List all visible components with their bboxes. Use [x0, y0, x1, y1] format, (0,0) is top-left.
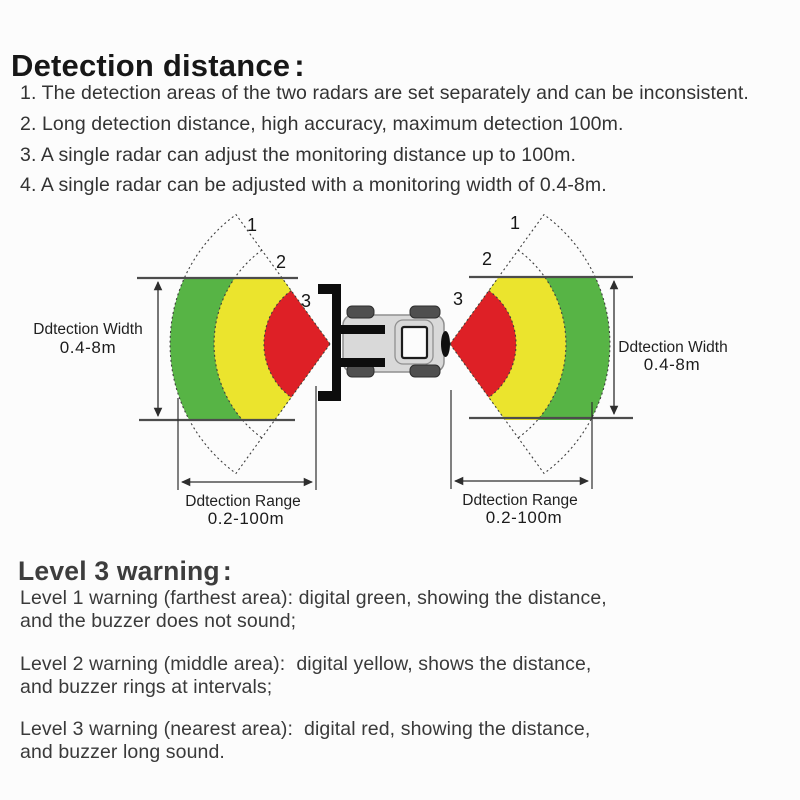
left-zone-red-level3 [263, 290, 330, 398]
warning-level2-paragraph: Level 2 warning (middle area): digital y… [20, 653, 592, 699]
note-item-2: 2. Long detection distance, high accurac… [20, 112, 624, 135]
page-title-text: Detection distance [11, 47, 291, 83]
right-range-arc-2 [517, 249, 567, 439]
truck-fork-bar-bottom [340, 358, 385, 367]
note-item-3: 3. A single radar can adjust the monitor… [20, 143, 576, 166]
right-range-value: 0.2-100m [486, 508, 563, 527]
right-range-label: Ddtection Range [462, 492, 577, 509]
right-zone2-number: 2 [482, 249, 492, 269]
left-range-label: Ddtection Range [185, 493, 300, 510]
warning-level1-paragraph: Level 1 warning (farthest area): digital… [20, 587, 607, 633]
left-radar-fan: 1 2 3 Ddtection Width 0.4-8m Ddtection R… [33, 213, 331, 528]
truck-top-view [318, 284, 450, 401]
note-item-1: 1. The detection areas of the two radars… [20, 82, 749, 104]
page-title-colon: : [294, 47, 305, 83]
left-width-label: Ddtection Width [33, 321, 142, 338]
right-zone-red-level3 [450, 290, 517, 398]
left-zone2-number: 2 [276, 252, 286, 272]
right-width-value: 0.4-8m [644, 355, 701, 374]
front-bracket-stub-top [318, 284, 341, 294]
right-radar-fan: 1 2 3 Ddtection Width 0.4-8m Ddtection R… [449, 213, 728, 527]
front-bracket-bar [332, 284, 341, 401]
truck-fork-bar-top [340, 325, 385, 334]
right-colored-zones [450, 278, 610, 420]
left-range-value: 0.2-100m [208, 509, 285, 528]
front-bracket-stub-bottom [318, 391, 341, 401]
truck-wheel-front-left [346, 305, 375, 319]
right-width-label: Ddtection Width [618, 339, 727, 356]
truck-wheel-rear-right [409, 364, 441, 378]
right-zone1-number: 1 [510, 213, 520, 233]
note-item-4: 4. A single radar can be adjusted with a… [20, 174, 607, 197]
left-width-value: 0.4-8m [60, 338, 117, 357]
left-range-arc-2 [213, 249, 263, 439]
rear-radar-sensor [441, 331, 450, 357]
warning-section-heading: Level 3 warning: [18, 556, 232, 587]
truck-wheel-rear-left [409, 305, 441, 319]
feature-notes: 1. The detection areas of the two radars… [20, 78, 749, 201]
left-colored-zones [170, 278, 330, 420]
page-title: Detection distance: [11, 48, 305, 84]
warning-heading-text: Level 3 warning [18, 555, 220, 586]
warning-heading-colon: : [222, 555, 232, 586]
left-zone3-number: 3 [301, 291, 311, 311]
left-zone1-number: 1 [247, 215, 257, 235]
warning-level3-paragraph: Level 3 warning (nearest area): digital … [20, 718, 591, 764]
right-zone3-number: 3 [453, 289, 463, 309]
truck-cab-window [400, 325, 429, 360]
